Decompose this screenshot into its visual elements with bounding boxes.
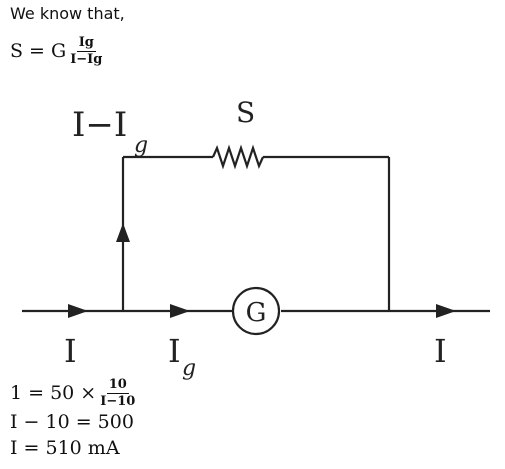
solution-line-1: 1 = 50 × 10 I−10 bbox=[10, 378, 139, 408]
galvanometer-label: G bbox=[246, 298, 267, 328]
circuit-svg: I−I g S G I I g I bbox=[22, 96, 490, 380]
top-branch-subscript: g bbox=[134, 133, 148, 158]
top-branch-label: I−I bbox=[72, 105, 127, 145]
formula-lhs: S = G bbox=[10, 40, 67, 63]
arrow-input-icon bbox=[68, 304, 88, 318]
shunt-label: S bbox=[236, 96, 255, 129]
circuit-diagram: I−I g S G I I g I bbox=[10, 80, 500, 380]
arrow-galv-icon bbox=[170, 304, 190, 318]
output-current-label: I bbox=[434, 332, 447, 370]
intro-text: We know that, bbox=[10, 4, 125, 23]
solution-numerator: 10 bbox=[106, 377, 129, 394]
solution-line-3: I = 510 mA bbox=[10, 437, 120, 459]
arrow-output-icon bbox=[436, 304, 456, 318]
formula-numerator: Ig bbox=[76, 35, 96, 52]
arrow-up-icon bbox=[116, 223, 130, 242]
galv-current-subscript: g bbox=[182, 356, 196, 380]
galvanometer-circle bbox=[231, 286, 281, 336]
input-current-label: I bbox=[64, 332, 77, 370]
formula-fraction: Ig I−Ig bbox=[68, 36, 104, 66]
solution-line-2: I − 10 = 500 bbox=[10, 411, 134, 433]
shunt-resistor bbox=[211, 144, 265, 170]
shunt-formula: S = G Ig I−Ig bbox=[10, 36, 106, 66]
galv-current-label: I bbox=[168, 332, 181, 370]
formula-denominator: I−Ig bbox=[70, 51, 103, 67]
solution-fraction: 10 I−10 bbox=[98, 378, 137, 408]
solution-line-1-lhs: 1 = 50 × bbox=[10, 382, 97, 405]
solution-denominator: I−10 bbox=[100, 393, 136, 409]
